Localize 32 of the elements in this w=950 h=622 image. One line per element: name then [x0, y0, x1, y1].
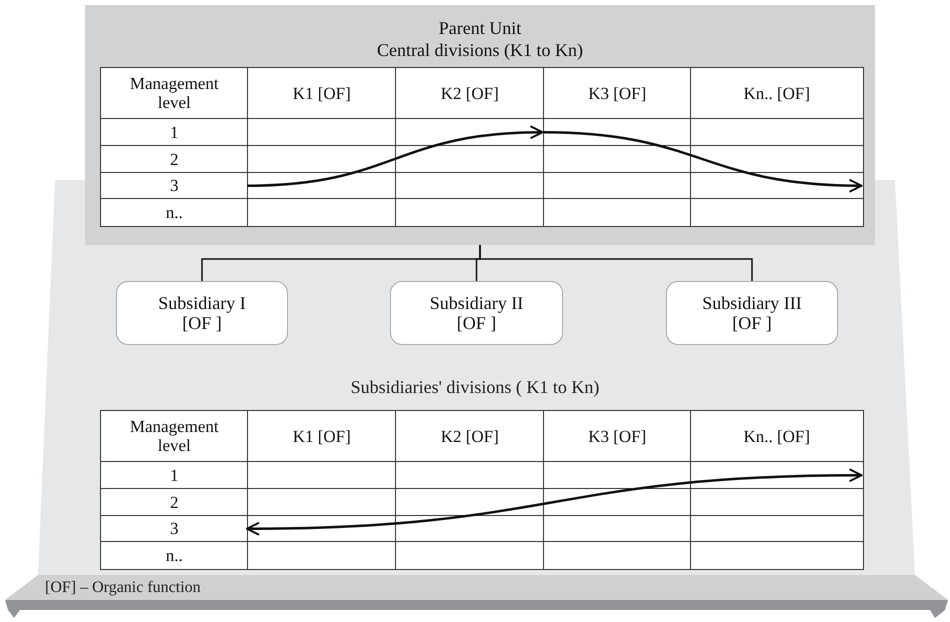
curved-arrow	[246, 468, 862, 536]
row-label: 3	[170, 176, 178, 196]
row-label: n..	[166, 546, 183, 565]
row-label: 1	[170, 122, 178, 142]
box-label: Subsidiary III [OF ]	[701, 293, 803, 333]
parent-panel	[85, 5, 875, 245]
column-header: K3 [OF]	[588, 426, 646, 446]
row-label: 1	[170, 466, 178, 485]
row-label: 2	[170, 150, 178, 169]
column-header: K1 [OF]	[292, 426, 351, 446]
curved-arrow	[542, 131, 862, 192]
rounded-box	[116, 281, 288, 345]
column-header: Kn.. [OF]	[743, 426, 810, 446]
box-label: Subsidiary II [OF ]	[428, 293, 524, 333]
footnote: [OF] – Organic function	[45, 578, 202, 598]
column-header: Kn.. [OF]	[743, 84, 810, 103]
row-label: 3	[170, 519, 178, 538]
panel-heading: Central divisions (K1 to Kn)	[376, 39, 584, 61]
connector-line	[479, 245, 753, 281]
column-header: K1 [OF]	[292, 84, 351, 103]
column-header: K2 [OF]	[440, 426, 499, 446]
row-label: 2	[170, 492, 178, 512]
box-label: Subsidiary I [OF ]	[157, 293, 247, 333]
panel-heading: Parent Unit	[438, 17, 522, 39]
row-header: Management level	[128, 417, 220, 456]
row-header: Management level	[128, 74, 220, 112]
table-heading: Subsidiaries' divisions ( K1 to Kn)	[350, 376, 600, 399]
rounded-box	[666, 281, 838, 345]
column-header: K3 [OF]	[588, 84, 646, 103]
row-label: n..	[166, 202, 183, 222]
column-header: K2 [OF]	[440, 84, 499, 103]
rounded-box	[390, 281, 563, 345]
